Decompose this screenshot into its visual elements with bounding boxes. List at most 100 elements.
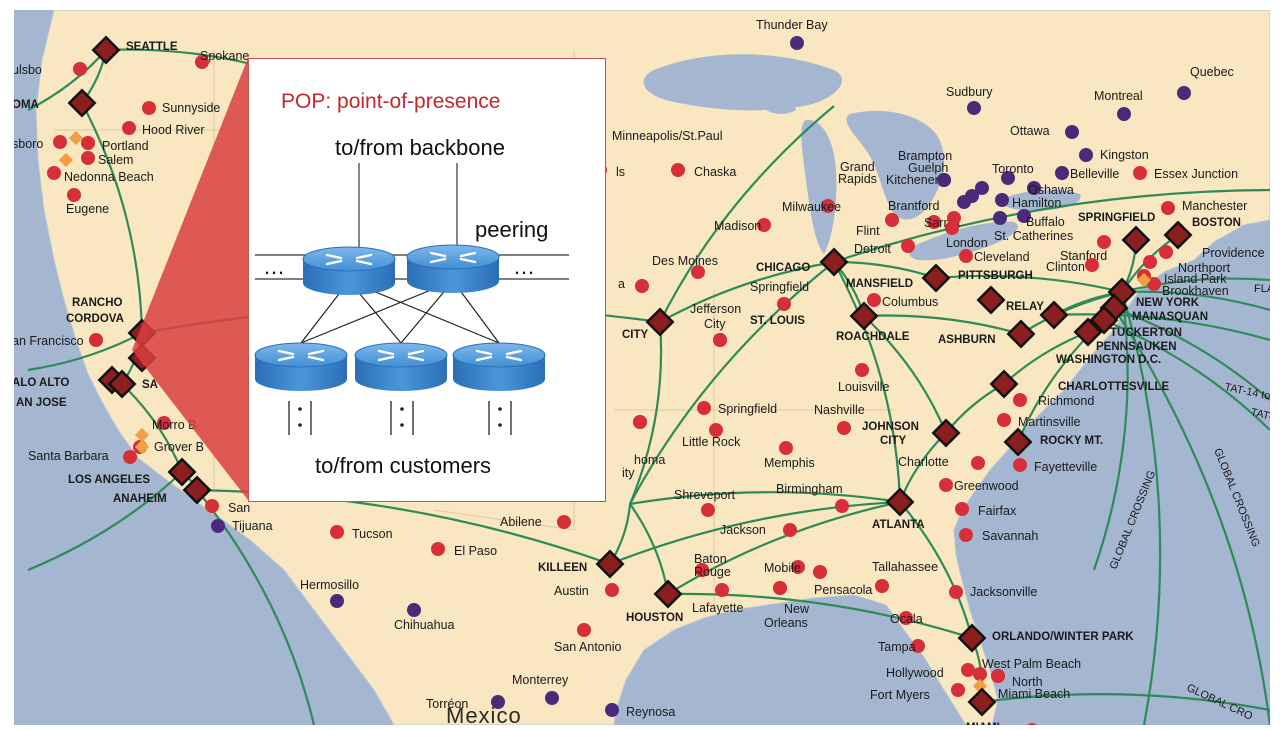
city-label: Toronto	[992, 162, 1034, 176]
city-dot	[951, 683, 965, 697]
city-dot	[1097, 235, 1111, 249]
city-label: Brookhaven	[1162, 284, 1229, 298]
city-label: St. Catherines	[994, 229, 1073, 243]
city-label: Buffalo	[1026, 215, 1065, 229]
city-label: Hermosillo	[300, 578, 359, 592]
hub-marker	[1136, 272, 1152, 288]
city-label: Memphis	[764, 456, 815, 470]
router-icon	[302, 246, 396, 295]
pop-label: ASHBURN	[938, 334, 996, 346]
pop-marker	[182, 475, 212, 505]
pop-marker	[1003, 427, 1033, 457]
city-label: Nedonna Beach	[64, 170, 154, 184]
city-dot	[73, 62, 87, 76]
cable-line	[659, 260, 835, 323]
hub-marker	[134, 439, 150, 455]
city-label: Nashville	[814, 403, 865, 417]
city-label: Guelph	[908, 161, 948, 175]
cable-line	[833, 188, 1270, 264]
pop-marker	[107, 369, 137, 399]
city-dot	[837, 421, 851, 435]
city-label: San Antonio	[554, 640, 621, 654]
city-dot	[81, 151, 95, 165]
city-label: Grover B	[154, 440, 204, 454]
city-dot	[993, 211, 1007, 225]
city-label: Birmingham	[776, 482, 843, 496]
lake-erie	[909, 221, 1018, 261]
city-label: Springfield	[718, 402, 777, 416]
right-ellipsis: …	[513, 254, 535, 279]
pop-marker	[595, 549, 625, 579]
city-dot	[697, 401, 711, 415]
city-dot	[635, 279, 649, 293]
pop-label: BOSTON	[1192, 217, 1241, 229]
city-dot	[995, 193, 1009, 207]
country-label: Mexico	[446, 703, 522, 725]
pop-marker	[819, 247, 849, 277]
pop-marker	[1006, 319, 1036, 349]
city-label: Chaska	[694, 165, 736, 179]
cable-line	[863, 315, 948, 434]
city-label: Brampton	[898, 149, 952, 163]
city-label: El Paso	[454, 544, 497, 558]
city-label: Jefferson	[690, 302, 741, 316]
cable-line	[629, 491, 901, 506]
city-dot	[1055, 166, 1069, 180]
city-dot	[937, 173, 951, 187]
city-dot	[1085, 258, 1099, 272]
city-dot	[773, 581, 787, 595]
city-dot	[1013, 393, 1027, 407]
city-label: Quebec	[1190, 65, 1234, 79]
city-label: Fairfax	[978, 504, 1017, 518]
pop-marker	[989, 369, 1019, 399]
pop-label: OMA	[14, 99, 39, 111]
pop-label: NEW YORK	[1136, 297, 1200, 309]
city-dot	[491, 695, 505, 709]
pop-marker	[967, 687, 997, 717]
city-dot	[757, 218, 771, 232]
city-dot	[605, 583, 619, 597]
city-dot	[1143, 255, 1157, 269]
city-dot	[1079, 148, 1093, 162]
city-label: Island Park	[1164, 272, 1227, 286]
pop-marker	[1089, 305, 1119, 335]
city-label: Portland	[102, 139, 149, 153]
city-dot	[1159, 245, 1173, 259]
pop-marker	[67, 88, 97, 118]
city-dot	[1161, 201, 1175, 215]
pop-label: SA	[142, 379, 158, 391]
city-dot	[901, 239, 915, 253]
cable-line	[659, 105, 835, 323]
city-dot	[777, 297, 791, 311]
city-label: Rouge	[694, 565, 731, 579]
city-label: Northport	[1178, 261, 1231, 275]
pop-marker	[653, 579, 683, 609]
pop-label: JOHNSON	[862, 421, 919, 433]
city-label: Sunnyside	[162, 101, 220, 115]
left-ellipsis: …	[263, 254, 285, 279]
city-dot	[975, 181, 989, 195]
pop-label: TUCKERTON	[1110, 327, 1182, 339]
city-dot	[939, 478, 953, 492]
pop-label: MANSFIELD	[846, 278, 913, 290]
pop-label: RELAY	[1006, 301, 1044, 313]
pop-label: RANCHO	[72, 297, 123, 309]
city-label: Salem	[98, 153, 133, 167]
city-dot	[691, 265, 705, 279]
cable-line	[863, 314, 1022, 336]
city-label: ulsbo	[14, 63, 42, 77]
city-dot	[605, 703, 619, 717]
cable-label: FLA	[1254, 283, 1270, 295]
hub-marker	[134, 427, 150, 443]
cable-line	[81, 102, 144, 334]
pop-label: SEATTLE	[126, 41, 178, 53]
city-dot	[545, 691, 559, 705]
city-dot	[779, 441, 793, 455]
city-dot	[1065, 125, 1079, 139]
city-label: Jackson	[720, 523, 766, 537]
pop-label: ORLANDO/WINTER PARK	[992, 631, 1134, 643]
pop-label: HOUSTON	[626, 612, 683, 624]
pop-marker	[885, 487, 915, 517]
city-label: San	[228, 501, 250, 515]
